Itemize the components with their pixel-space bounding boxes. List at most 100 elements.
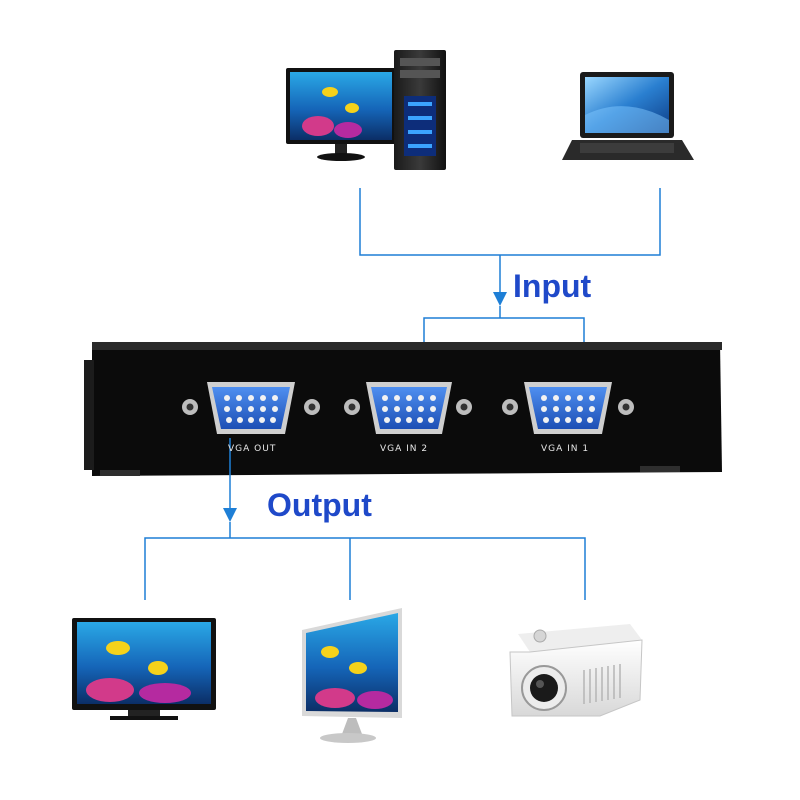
vga-pin-hole xyxy=(553,406,559,412)
input-label: Input xyxy=(513,268,592,304)
tv-base xyxy=(110,716,178,720)
vga-pin-hole xyxy=(384,417,390,423)
vga-out-label: VGA OUT xyxy=(228,444,277,454)
screw-hole xyxy=(506,403,514,411)
vga-pin-hole xyxy=(430,406,436,412)
tower-drive-bay xyxy=(400,70,440,78)
monitor-stand xyxy=(342,718,362,734)
monitor-base xyxy=(320,733,376,743)
vga-pin-hole xyxy=(382,395,388,401)
vga-pin-hole xyxy=(224,406,230,412)
output-label: Output xyxy=(267,487,372,523)
screw-hole xyxy=(622,403,630,411)
monitor-icon xyxy=(302,608,402,743)
vga-in-2-label: VGA IN 2 xyxy=(380,444,429,454)
vga-pin-hole xyxy=(259,417,265,423)
coral-shape xyxy=(334,122,362,138)
coral-shape xyxy=(86,678,134,702)
coral-shape xyxy=(357,691,393,709)
vga-pin-hole xyxy=(406,406,412,412)
output-connector-lines xyxy=(144,438,586,600)
fish-shape xyxy=(322,87,338,97)
screw-hole xyxy=(348,403,356,411)
vga-pin-hole xyxy=(406,417,412,423)
projector-icon xyxy=(509,624,643,717)
tv-stand xyxy=(128,710,160,716)
vga-pin-hole xyxy=(395,417,401,423)
vga-pin-hole xyxy=(541,395,547,401)
vga-pin-hole xyxy=(553,395,559,401)
vga-pin-hole xyxy=(541,406,547,412)
projector-button xyxy=(533,629,547,643)
coral-shape xyxy=(315,688,355,708)
laptop-keyboard xyxy=(580,143,674,153)
vga-pin-hole xyxy=(248,395,254,401)
vga-pin-hole xyxy=(577,395,583,401)
vga-pin-hole xyxy=(236,395,242,401)
vga-pin-hole xyxy=(406,395,412,401)
screw-hole xyxy=(186,403,194,411)
vga-pin-hole xyxy=(417,417,423,423)
vga-pin-hole xyxy=(428,417,434,423)
vga-switch-box xyxy=(84,342,722,476)
vga-pin-hole xyxy=(587,417,593,423)
vga-pin-hole xyxy=(272,395,278,401)
fish-shape xyxy=(148,661,168,675)
vga-pin-hole xyxy=(565,406,571,412)
vga-pin-hole xyxy=(248,417,254,423)
vga-pin-hole xyxy=(554,417,560,423)
vga-pin-hole xyxy=(272,406,278,412)
tv-icon xyxy=(72,618,216,720)
switch-top-edge xyxy=(92,342,722,350)
vga-pin-hole xyxy=(430,395,436,401)
vga-pin-hole xyxy=(565,395,571,401)
tower-light-bar xyxy=(408,102,432,106)
desktop-monitor-neck xyxy=(335,144,347,154)
vga-pin-hole xyxy=(237,417,243,423)
vga-pin-hole xyxy=(260,406,266,412)
fish-shape xyxy=(106,641,130,655)
vga-pin-hole xyxy=(260,395,266,401)
coral-shape xyxy=(302,116,334,136)
projector-top xyxy=(518,624,642,652)
projector-lens xyxy=(530,674,558,702)
vga-pin-hole xyxy=(224,395,230,401)
tower-light-bar xyxy=(408,116,432,120)
vga-pins xyxy=(224,395,595,423)
monitor-screen xyxy=(306,613,398,712)
vga-pin-hole xyxy=(226,417,232,423)
switch-foot xyxy=(100,470,140,476)
vga-pin-hole xyxy=(236,406,242,412)
fish-shape xyxy=(321,646,339,658)
fish-shape xyxy=(345,103,359,113)
vga-pin-hole xyxy=(589,406,595,412)
vga-pin-hole xyxy=(248,406,254,412)
vga-pin-hole xyxy=(576,417,582,423)
vga-pin-hole xyxy=(589,395,595,401)
tower-light-bar xyxy=(408,144,432,148)
vga-pin-hole xyxy=(394,395,400,401)
vga-pin-hole xyxy=(382,406,388,412)
screw-hole xyxy=(308,403,316,411)
laptop-icon xyxy=(562,72,694,160)
switch-side-edge xyxy=(84,360,94,470)
screw-hole xyxy=(460,403,468,411)
desktop-computer-icon xyxy=(286,50,446,170)
switch-foot xyxy=(640,466,680,472)
laptop-screen-swoosh xyxy=(585,106,669,133)
tower-drive-bay xyxy=(400,58,440,66)
vga-pin-hole xyxy=(418,406,424,412)
vga-pin-hole xyxy=(418,395,424,401)
fish-shape xyxy=(349,662,367,674)
tower-light-bar xyxy=(408,130,432,134)
vga-pin-hole xyxy=(543,417,549,423)
vga-pin-hole xyxy=(565,417,571,423)
projector-lens-glare xyxy=(536,680,544,688)
vga-pin-hole xyxy=(577,406,583,412)
coral-shape xyxy=(139,683,191,703)
desktop-monitor-base xyxy=(317,153,365,161)
vga-pin-hole xyxy=(394,406,400,412)
projector-vent xyxy=(583,664,621,704)
input-connector-lines xyxy=(359,188,661,365)
